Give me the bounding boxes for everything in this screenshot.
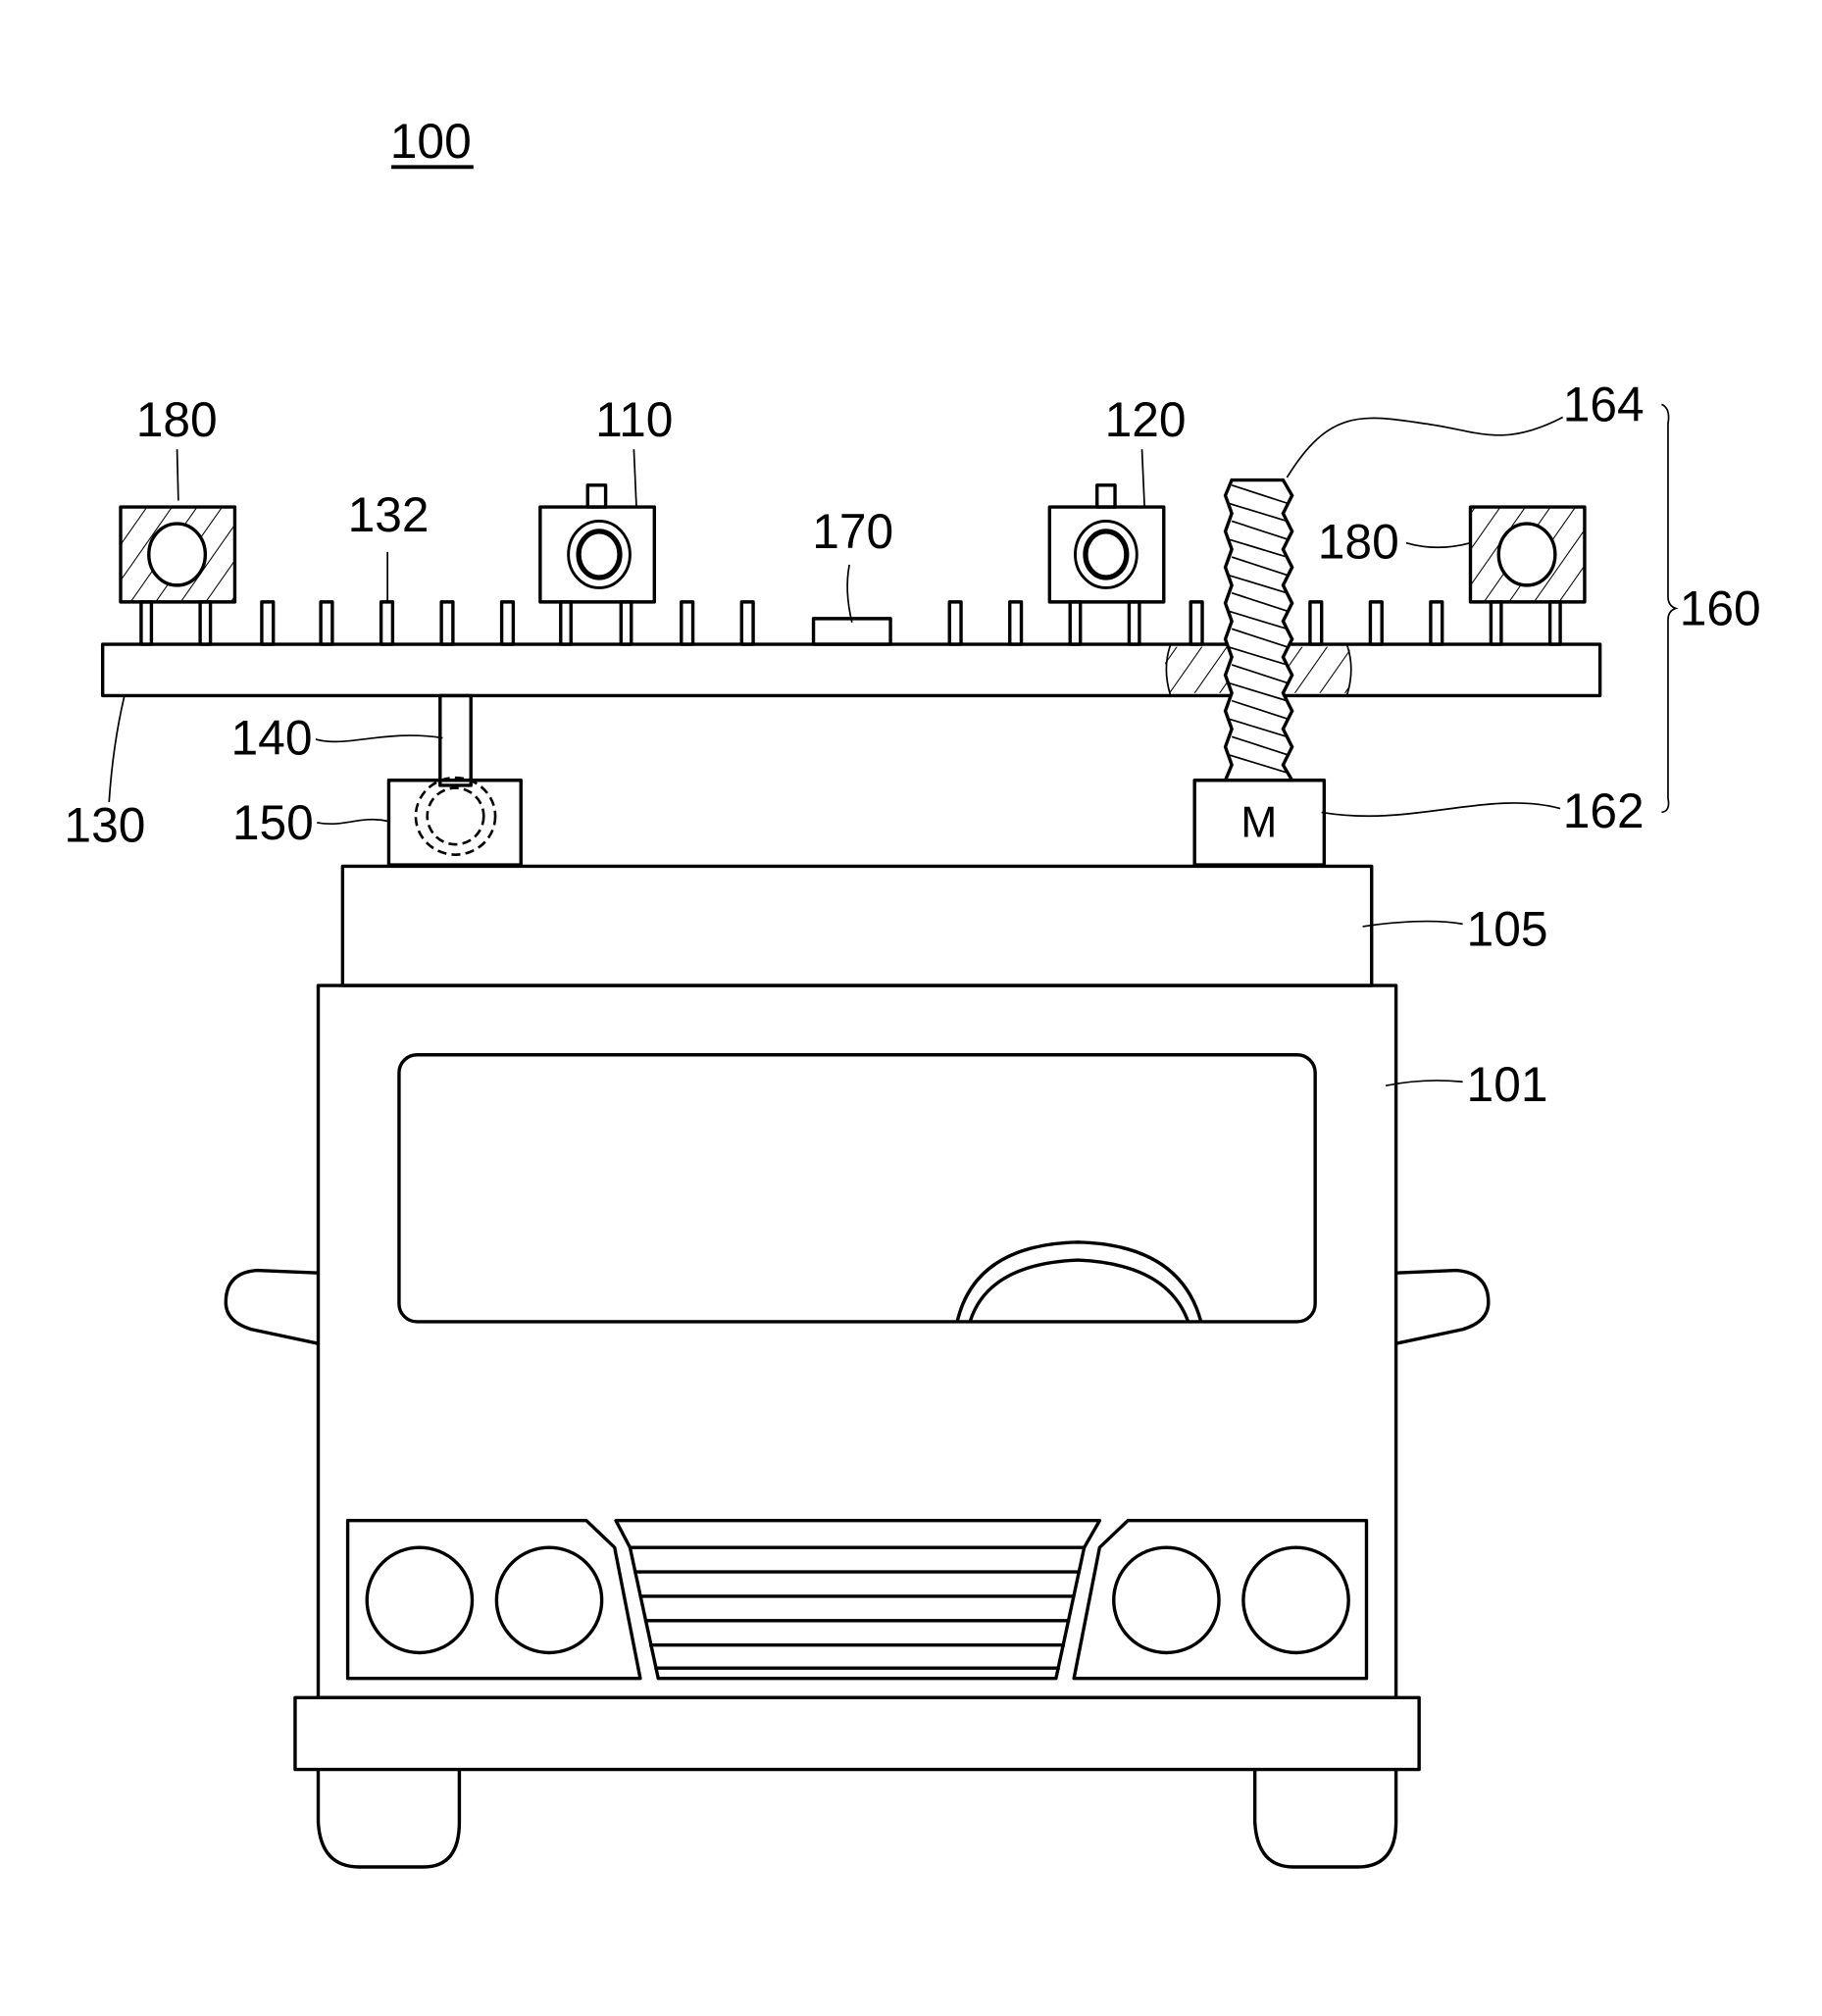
- light-right: [1468, 505, 1587, 646]
- support-plate: [100, 642, 1602, 698]
- label-180-right: 180: [1318, 514, 1399, 569]
- pins: [260, 600, 1444, 646]
- label-140: 140: [231, 711, 313, 766]
- motor: M: [1192, 779, 1327, 867]
- svg-text:M: M: [1240, 798, 1277, 846]
- label-164: 164: [1563, 377, 1645, 431]
- label-105: 105: [1467, 902, 1548, 957]
- label-162: 162: [1563, 783, 1645, 838]
- label-132: 132: [348, 487, 430, 542]
- label-120: 120: [1105, 392, 1187, 447]
- camera-120: [1047, 483, 1166, 646]
- label-130: 130: [64, 798, 145, 853]
- label-160: 160: [1680, 580, 1761, 635]
- label-170: 170: [812, 504, 893, 559]
- figure-number: 100: [390, 114, 472, 169]
- screw: [1223, 478, 1295, 782]
- label-110: 110: [595, 392, 673, 447]
- center-module: [811, 617, 892, 646]
- shaft: [438, 693, 473, 787]
- label-180-left: 180: [136, 392, 218, 447]
- label-101: 101: [1467, 1057, 1548, 1112]
- camera-110: [538, 483, 657, 646]
- label-150: 150: [232, 795, 314, 850]
- vehicle-body: [224, 983, 1491, 1869]
- leader-lines: [108, 403, 1679, 1086]
- light-left: [119, 505, 237, 646]
- rotary-joint: [386, 776, 523, 867]
- mount-base: [340, 864, 1374, 987]
